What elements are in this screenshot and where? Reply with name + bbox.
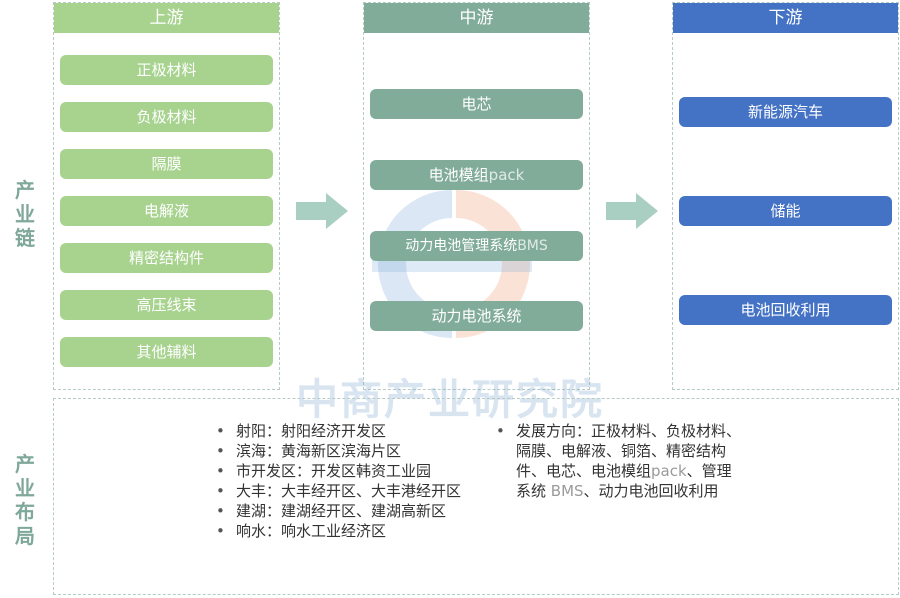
upstream-header: 上游	[54, 3, 279, 33]
arrow-right-icon	[296, 193, 348, 229]
upstream-item: 高压线束	[60, 290, 273, 320]
midstream-column: 中游 电芯 电池模组pack 动力电池管理系统BMS 动力电池系统	[363, 2, 590, 390]
upstream-item: 精密结构件	[60, 243, 273, 273]
chain-section-label: 产业链	[15, 178, 35, 250]
upstream-item: 其他辅料	[60, 337, 273, 367]
downstream-header: 下游	[673, 3, 898, 33]
direction-item: 发展方向：正极材料、负极材料、隔膜、电解液、铜箔、精密结构件、电芯、电池模组pa…	[494, 421, 744, 501]
location-item: 滨海：黄海新区滨海片区	[214, 441, 464, 461]
location-list: 射阳：射阳经济开发区 滨海：黄海新区滨海片区 市开发区：开发区韩资工业园 大丰：…	[214, 421, 464, 541]
midstream-header: 中游	[364, 3, 589, 33]
midstream-item: 动力电池系统	[370, 301, 583, 331]
midstream-item: 动力电池管理系统BMS	[370, 231, 583, 261]
direction-text: 发展方向：正极材料、负极材料、隔膜、电解液、铜箔、精密结构件、电芯、电池模组pa…	[516, 422, 742, 500]
upstream-item: 负极材料	[60, 102, 273, 132]
midstream-item-text: 电池模组pack	[428, 166, 525, 184]
midstream-item: 电芯	[370, 89, 583, 119]
upstream-item: 隔膜	[60, 149, 273, 179]
location-item: 射阳：射阳经济开发区	[214, 421, 464, 441]
location-item: 建湖：建湖经开区、建湖高新区	[214, 501, 464, 521]
location-item: 市开发区：开发区韩资工业园	[214, 461, 464, 481]
location-item: 大丰：大丰经开区、大丰港经开区	[214, 481, 464, 501]
downstream-item: 储能	[679, 196, 892, 226]
downstream-item: 新能源汽车	[679, 97, 892, 127]
watermark-text: 中商产业研究院	[295, 375, 604, 424]
upstream-column: 上游 正极材料 负极材料 隔膜 电解液 精密结构件 高压线束 其他辅料	[53, 2, 280, 390]
downstream-item: 电池回收利用	[679, 295, 892, 325]
direction-list: 发展方向：正极材料、负极材料、隔膜、电解液、铜箔、精密结构件、电芯、电池模组pa…	[494, 421, 744, 501]
upstream-item: 电解液	[60, 196, 273, 226]
downstream-column: 下游 新能源汽车 储能 电池回收利用	[672, 2, 899, 390]
midstream-item-text: 动力电池管理系统BMS	[405, 238, 548, 254]
location-item: 响水：响水工业经济区	[214, 521, 464, 541]
layout-section-label: 产业布局	[15, 452, 35, 548]
midstream-item: 电池模组pack	[370, 160, 583, 190]
arrow-right-icon	[606, 193, 658, 229]
industry-layout-box: 射阳：射阳经济开发区 滨海：黄海新区滨海片区 市开发区：开发区韩资工业园 大丰：…	[53, 398, 899, 595]
upstream-item: 正极材料	[60, 55, 273, 85]
